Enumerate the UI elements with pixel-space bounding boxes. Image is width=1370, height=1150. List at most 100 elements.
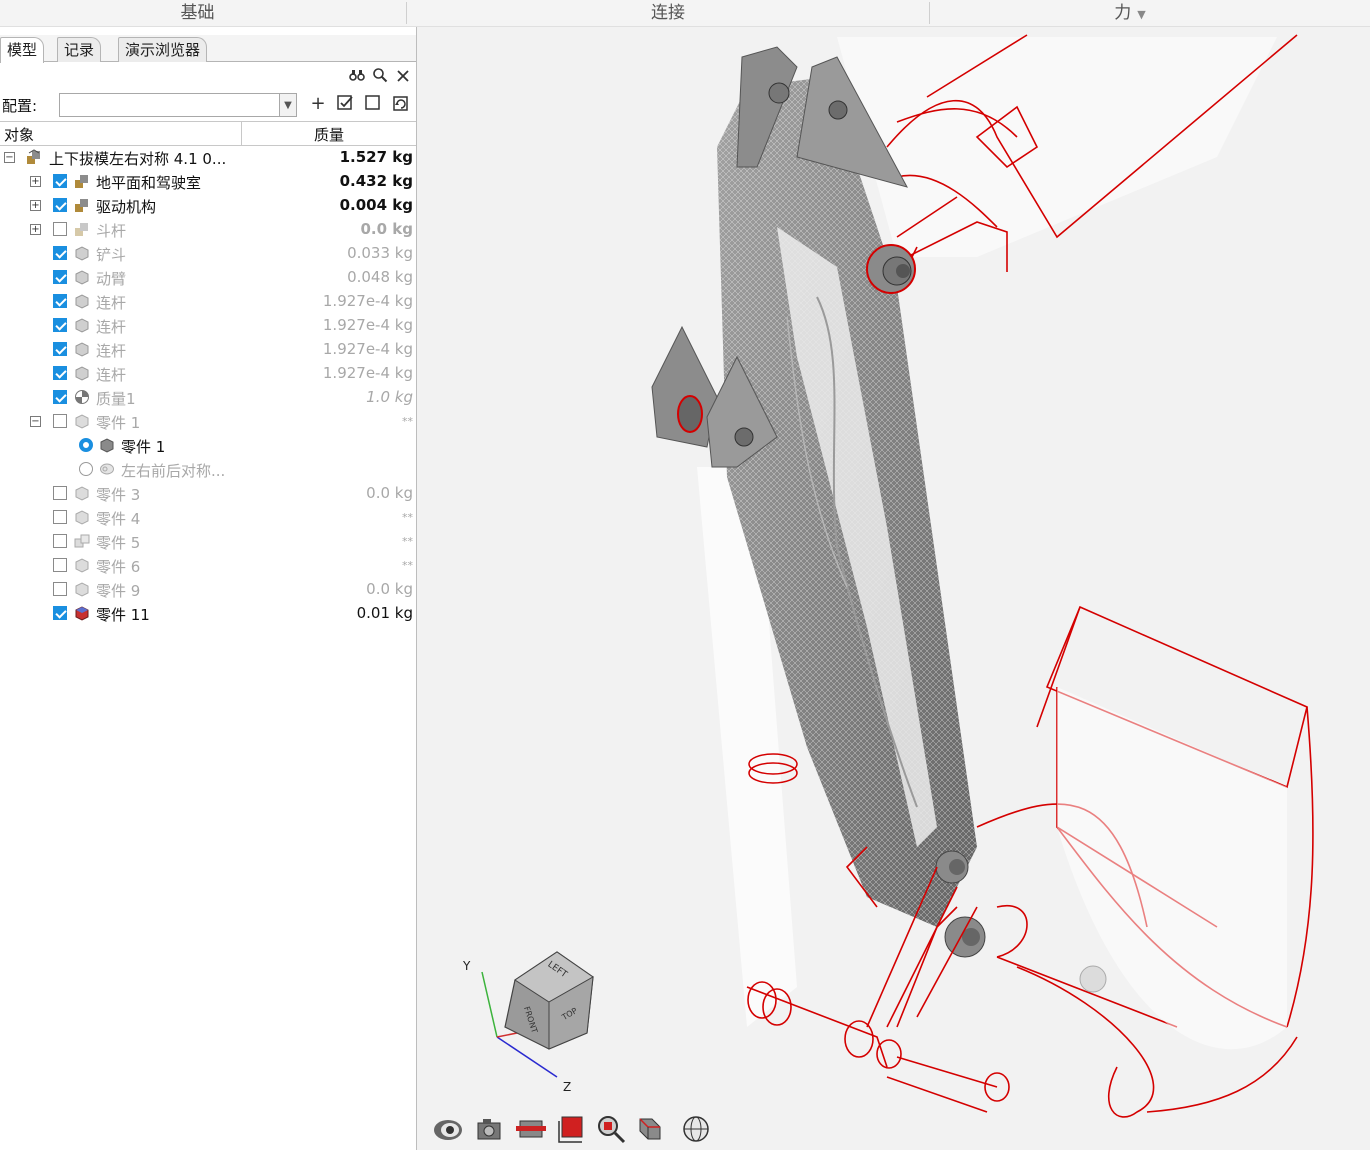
expand-icon[interactable]: +: [30, 176, 41, 187]
tree-row[interactable]: + 地平面和驾驶室 0.432 kg: [0, 170, 416, 194]
tree-item-mass: 1.927e-4 kg: [322, 316, 413, 334]
visibility-checkbox[interactable]: [53, 270, 67, 284]
checkbox-icon[interactable]: [335, 94, 355, 114]
camera-icon[interactable]: [474, 1113, 506, 1145]
view-cube-side-face[interactable]: [548, 976, 594, 1050]
visibility-checkbox[interactable]: [53, 510, 67, 524]
tree-row[interactable]: 连杆 1.927e-4 kg: [0, 314, 416, 338]
tree-item-label: 连杆: [96, 366, 127, 384]
section-icon[interactable]: [514, 1113, 546, 1145]
eye-icon[interactable]: [432, 1113, 464, 1145]
tab-basic[interactable]: 基础: [0, 0, 395, 26]
part-icon: [75, 342, 89, 357]
tree-row[interactable]: + 驱动机构 0.004 kg: [0, 194, 416, 218]
tree-row[interactable]: 铲斗 0.033 kg: [0, 242, 416, 266]
tree-row[interactable]: 连杆 1.927e-4 kg: [0, 290, 416, 314]
visibility-checkbox[interactable]: [53, 606, 67, 620]
y-axis: [481, 971, 498, 1038]
visibility-checkbox[interactable]: [53, 486, 67, 500]
tree-row[interactable]: 动臂 0.048 kg: [0, 266, 416, 290]
model-tree-panel: 模型 记录 演示浏览器 配置: ▼ + 对象 质量: [0, 27, 417, 1150]
tree-row[interactable]: 连杆 1.927e-4 kg: [0, 338, 416, 362]
tree-row[interactable]: 零件 6 **: [0, 554, 416, 578]
tab-history[interactable]: 记录: [57, 37, 102, 62]
linkage-wireframe: [746, 866, 1010, 1113]
tree-item-label: 连杆: [96, 342, 127, 360]
configuration-label: 配置:: [2, 97, 38, 115]
header-divider: [406, 2, 407, 24]
tree-item-label: 零件 9: [96, 582, 141, 600]
zoom-icon[interactable]: [595, 1113, 627, 1145]
z-axis: [496, 1036, 558, 1078]
tree-item-mass: 0.048 kg: [347, 268, 413, 286]
visibility-checkbox[interactable]: [53, 318, 67, 332]
visibility-checkbox[interactable]: [53, 198, 67, 212]
visibility-checkbox[interactable]: [53, 414, 67, 428]
visibility-checkbox[interactable]: [53, 366, 67, 380]
expand-icon[interactable]: +: [30, 200, 41, 211]
triad-y-label: Y: [462, 959, 471, 973]
column-mass[interactable]: 质量: [314, 126, 345, 144]
tree-row[interactable]: 零件 1: [0, 434, 416, 458]
visibility-checkbox[interactable]: [53, 294, 67, 308]
collapse-icon[interactable]: −: [4, 152, 15, 163]
square-icon[interactable]: [363, 94, 383, 114]
point-mass-icon: [75, 390, 89, 404]
ghost-cylinder: [697, 467, 797, 1027]
tab-force-label: 力: [1114, 3, 1132, 23]
tree-row[interactable]: 零件 5 **: [0, 530, 416, 554]
part-icon: [100, 438, 114, 453]
globe-icon[interactable]: [680, 1113, 712, 1145]
modeling-viewport[interactable]: Y Z LEFT FRONT TOP: [417, 27, 1370, 1150]
refresh-icon[interactable]: [391, 94, 411, 114]
visibility-checkbox[interactable]: [53, 174, 67, 188]
visibility-checkbox[interactable]: [53, 390, 67, 404]
visibility-checkbox[interactable]: [53, 222, 67, 236]
binoculars-icon[interactable]: [348, 67, 366, 85]
configuration-input[interactable]: [59, 93, 281, 117]
collapse-icon[interactable]: −: [30, 416, 41, 427]
tree-row[interactable]: 零件 3 0.0 kg: [0, 482, 416, 506]
visibility-checkbox[interactable]: [53, 558, 67, 572]
multi-part-icon: [74, 534, 90, 548]
tree-row[interactable]: 零件 9 0.0 kg: [0, 578, 416, 602]
chevron-down-icon: ▼: [1137, 8, 1146, 21]
tree-item-label: 零件 3: [96, 486, 141, 504]
expand-icon[interactable]: +: [30, 224, 41, 235]
tab-connection[interactable]: 连接: [408, 0, 928, 26]
tree-row[interactable]: 零件 11 0.01 kg: [0, 602, 416, 626]
visibility-checkbox[interactable]: [53, 246, 67, 260]
close-icon[interactable]: [394, 69, 412, 87]
tree-row[interactable]: 零件 4 **: [0, 506, 416, 530]
tree-item-label: 铲斗: [96, 246, 127, 264]
tree-row[interactable]: 质量1 1.0 kg: [0, 386, 416, 410]
tree-item-label: 动臂: [96, 270, 127, 288]
tree-row[interactable]: 连杆 1.927e-4 kg: [0, 362, 416, 386]
part-icon: [75, 486, 89, 501]
orientation-triad[interactable]: Y Z LEFT FRONT TOP: [462, 951, 594, 1094]
column-object[interactable]: 对象: [4, 126, 35, 144]
tree-row[interactable]: + 斗杆 0.0 kg: [0, 218, 416, 242]
tree-row[interactable]: − 零件 1 **: [0, 410, 416, 434]
tree-row-root[interactable]: − 上下拔模左右对称 4.1 0... 1.527 kg: [0, 146, 416, 170]
box-icon[interactable]: [556, 1113, 588, 1145]
tree-item-label: 连杆: [96, 318, 127, 336]
3d-view-icon[interactable]: [634, 1113, 666, 1145]
visibility-checkbox[interactable]: [53, 534, 67, 548]
add-icon[interactable]: +: [310, 93, 326, 114]
cylinder-ring: [748, 753, 798, 775]
3d-model-view[interactable]: Y Z LEFT FRONT TOP: [417, 27, 1370, 1150]
column-divider[interactable]: [241, 122, 242, 145]
tree-row[interactable]: 左右前后对称...: [0, 458, 416, 482]
configuration-dropdown-chevron-icon[interactable]: ▼: [279, 93, 297, 117]
tab-force[interactable]: 力▼: [1090, 0, 1170, 26]
visibility-checkbox[interactable]: [53, 582, 67, 596]
tab-connection-label: 连接: [651, 3, 685, 23]
design-radio[interactable]: [79, 462, 93, 476]
design-radio[interactable]: [79, 438, 93, 452]
tab-model[interactable]: 模型: [0, 37, 45, 63]
visibility-checkbox[interactable]: [53, 342, 67, 356]
search-icon[interactable]: [371, 67, 389, 85]
tree-item-mass: 0.0 kg: [366, 580, 413, 598]
tab-presentation-browser[interactable]: 演示浏览器: [118, 37, 208, 62]
